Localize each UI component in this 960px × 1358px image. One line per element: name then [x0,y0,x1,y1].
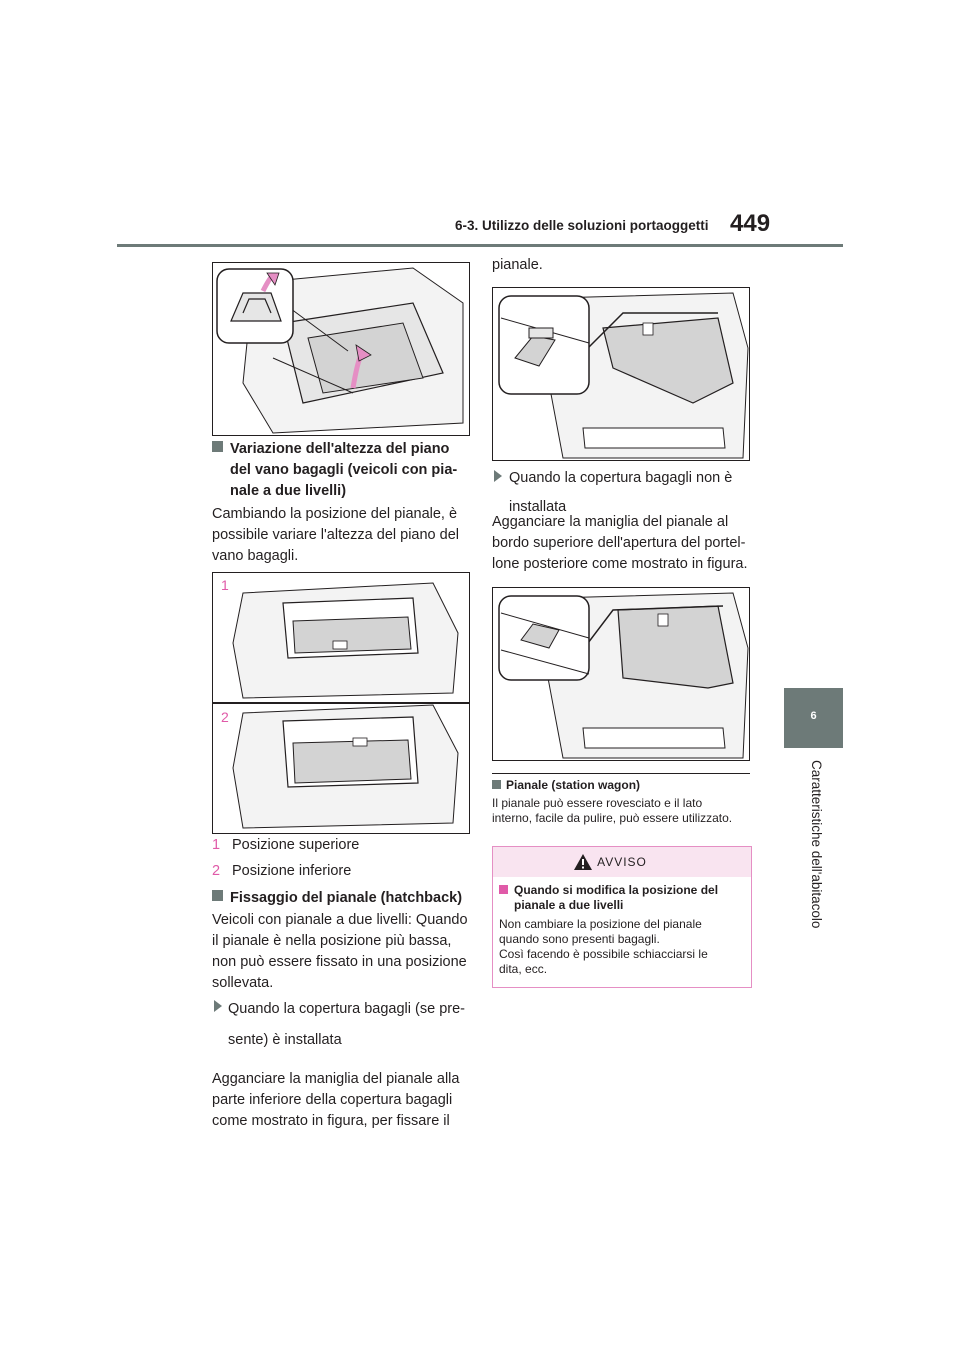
hook-cover-illustration [498,292,749,459]
triangle-bullet-icon [494,470,502,482]
figure-hook-opening [492,587,750,761]
heading-station-wagon: Pianale (station wagon) [492,778,640,792]
paragraph-hook-opening: Agganciare la maniglia del pianale al bo… [492,514,748,572]
car-trunk-illustration [216,267,464,434]
figure-label-2: 2 [221,709,229,725]
warning-subheading: Quando si modifica la posizione del pian… [499,883,744,913]
warning-title: AVVISO [597,855,647,869]
square-bullet-icon [212,441,223,452]
square-bullet-icon [499,885,508,894]
figure-floor-positions: 1 2 [212,572,470,834]
paragraph-continued: pianale. [492,257,543,273]
chapter-tab: 6 [784,688,843,748]
heading-floor-height: Variazione dell'altezza del piano del va… [212,439,474,502]
paragraph-floor-height: Cambiando la posizione del pianale, è po… [212,506,459,564]
warning-box: AVVISO Quando si modifica la posizione d… [492,846,752,988]
paragraph-fixing-floor: Veicoli con pianale a due livelli: Quand… [212,912,468,991]
warning-triangle-icon [574,854,592,870]
hook-opening-illustration [498,592,749,759]
two-position-illustration [213,582,469,829]
legend-item-1: 1 Posizione superiore [212,837,360,853]
section-title: 6-3. Utilizzo delle soluzioni portaogget… [455,218,709,233]
legend-item-2: 2 Posizione inferiore [212,863,352,879]
warning-body: Non cambiare la posizione del pianale qu… [499,917,708,976]
heading-fixing-floor: Fissaggio del pianale (hatchback) [212,888,482,909]
figure-hook-cover [492,287,750,461]
bullet-cover-installed: Quando la copertura bagagli (se pre- sen… [228,1001,465,1048]
figure-raise-floor [212,262,470,436]
triangle-bullet-icon [214,1000,222,1012]
chapter-label: Caratteristiche dell'abitacolo [809,760,824,929]
figure-label-1: 1 [221,577,229,593]
page-number: 449 [730,210,771,237]
chapter-number: 6 [810,710,817,722]
square-bullet-icon [492,780,501,789]
paragraph-station-wagon: Il pianale può essere rovesciato e il la… [492,796,733,825]
header-rule [117,244,843,247]
paragraph-hook-under-cover: Agganciare la maniglia del pianale alla … [212,1071,460,1129]
section-divider [492,773,750,774]
bullet-cover-not-installed: Quando la copertura bagagli non è instal… [509,470,733,515]
warning-header: AVVISO [493,847,751,877]
square-bullet-icon [212,890,223,901]
